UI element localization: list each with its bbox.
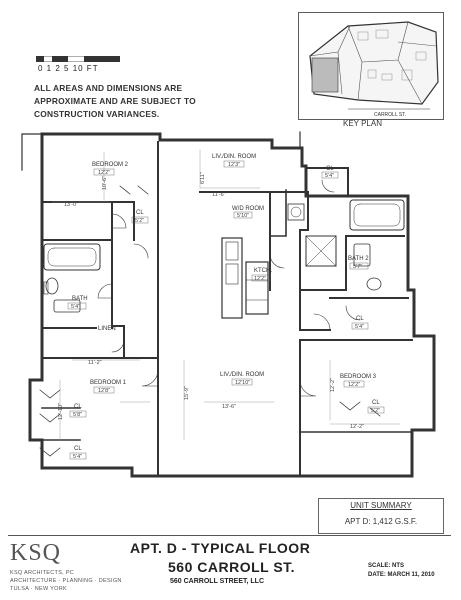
room-kitchen-size: 12'2" — [254, 276, 266, 282]
note-line-1: ALL AREAS AND DIMENSIONS ARE — [34, 83, 183, 93]
dim-bedroom-3-height: 12'-2" — [330, 378, 336, 392]
room-bedroom-2-size: 12'2" — [98, 170, 110, 176]
room-bedroom-3: BEDROOM 3 — [340, 374, 377, 380]
unit-summary-title: UNIT SUMMARY — [350, 501, 412, 510]
title-block-divider — [8, 535, 451, 536]
dim-living-top-width: 11'-6" — [212, 192, 226, 198]
room-bath-2: BATH 2 — [348, 256, 369, 262]
room-bedroom-1: BEDROOM 1 — [90, 380, 127, 386]
room-closet-bed1-a: CL — [74, 404, 82, 410]
unit-summary-area: APT D: 1,412 G.S.F. — [344, 517, 418, 526]
firm-tagline: ARCHITECTURE · PLANNING · DESIGN — [10, 578, 122, 584]
unit-summary-box: UNIT SUMMARY APT D: 1,412 G.S.F. — [318, 498, 444, 534]
dim-living-top-height: 6'11" — [200, 172, 206, 184]
room-bath-size: 5'4" — [71, 304, 80, 310]
room-closet-bed1-b: CL — [74, 446, 82, 452]
drawing-address: 560 CARROLL ST. — [168, 559, 296, 575]
room-closet-bed1-b-size: 5'4" — [73, 454, 82, 460]
room-living-dining-bottom-size: 12'10" — [235, 380, 250, 386]
room-wd-room-size: 5'10" — [237, 213, 249, 219]
drawing-date: DATE: MARCH 11, 2010 — [368, 572, 435, 578]
firm-locations: TULSA · NEW YORK — [10, 586, 67, 592]
dim-living-bottom-height: 15'-9" — [184, 386, 190, 400]
drawing-owner: 560 CARROLL STREET, LLC — [170, 578, 264, 585]
room-closet-top-size: 5'4" — [325, 173, 334, 179]
room-living-dining-bottom: LIV./DIN. ROOM — [220, 372, 264, 378]
scale-bar — [36, 56, 120, 62]
room-closet-top: CL — [326, 166, 334, 172]
room-bedroom-1-size: 12'8" — [98, 388, 110, 394]
room-bedroom-2: BEDROOM 2 — [92, 162, 129, 168]
note-line-2: APPROXIMATE AND ARE SUBJECT TO — [34, 96, 196, 106]
room-linen: LINEN — [98, 326, 116, 332]
room-closet-bed2: CL — [136, 210, 144, 216]
dim-bedroom-1-height: 12'-10" — [58, 403, 64, 420]
room-closet-bed3-b-size: 5'2" — [371, 408, 380, 414]
dim-living-bottom-width: 13'-6" — [222, 404, 236, 410]
note-line-3: CONSTRUCTION VARIANCES. — [34, 109, 160, 119]
dim-bedroom-1-width: 11'-2" — [88, 360, 102, 366]
dim-bedroom-2-height: 10'-6" — [102, 176, 108, 190]
scale-label: 0 1 2 5 10 FT — [38, 64, 99, 73]
room-bath: BATH — [72, 296, 88, 302]
key-plan: CARROLL ST. — [298, 12, 444, 120]
drawing-scale: SCALE: NTS — [368, 563, 404, 569]
dim-bedroom-2-width: 13'-0" — [64, 202, 78, 208]
firm-name: KSQ ARCHITECTS, PC — [10, 570, 75, 576]
room-closet-bed3-b: CL — [372, 400, 380, 406]
key-plan-street: CARROLL ST. — [374, 112, 406, 118]
key-plan-label: KEY PLAN — [343, 119, 382, 128]
room-living-dining-top: LIV./DIN. ROOM — [212, 154, 256, 160]
firm-logo: KSQ — [10, 540, 62, 566]
room-kitchen: KTCH. — [254, 268, 272, 274]
room-closet-bed2-size: 5'2" — [135, 218, 144, 224]
room-closet-bed3-a-size: 5'4" — [355, 324, 364, 330]
room-wd-room: W/D ROOM — [232, 206, 264, 212]
dim-bedroom-3-width: 12'-2" — [350, 424, 364, 430]
room-closet-bed1-a-size: 5'8" — [73, 412, 82, 418]
room-living-dining-top-size: 12'3" — [228, 162, 240, 168]
room-bath-2-size: 5'7" — [353, 264, 362, 270]
room-closet-bed3-a: CL — [356, 316, 364, 322]
drawing-title: APT. D - TYPICAL FLOOR — [130, 540, 311, 556]
room-bedroom-3-size: 12'2" — [348, 382, 360, 388]
